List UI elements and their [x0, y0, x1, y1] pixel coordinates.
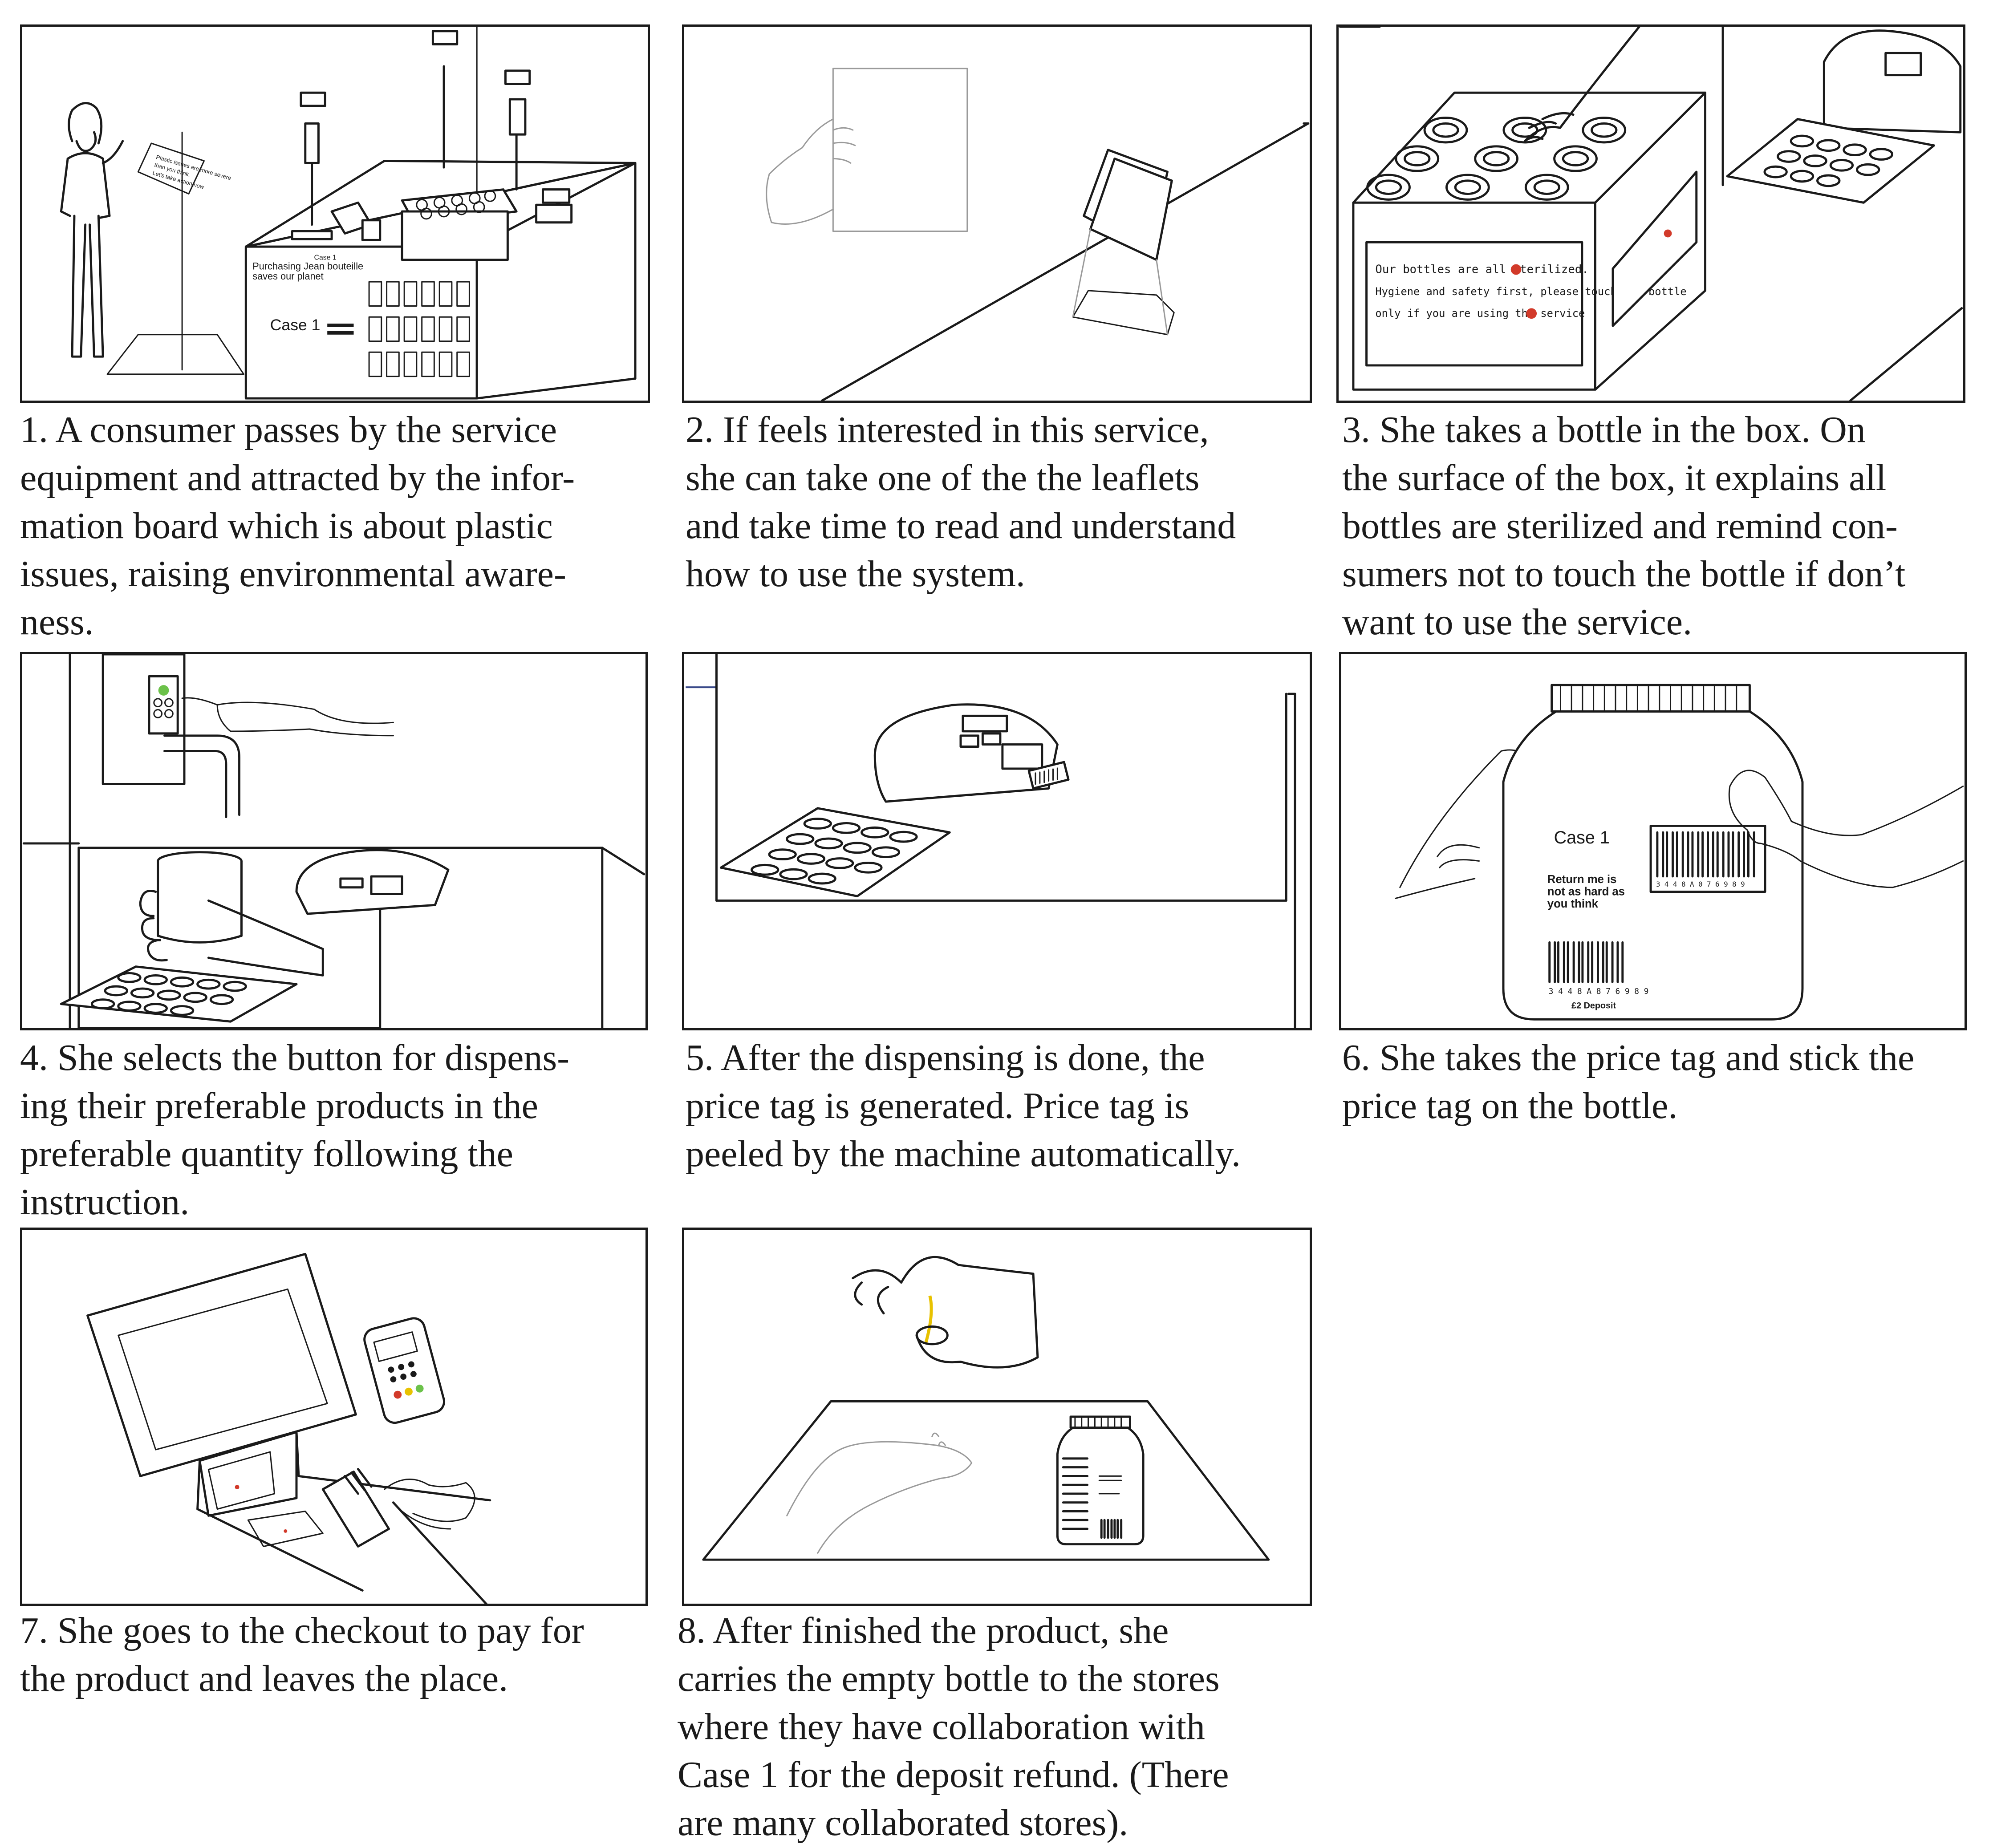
jar-under-dispenser	[157, 851, 243, 944]
empty-bottle	[1056, 1415, 1145, 1546]
panel-7	[20, 1228, 648, 1606]
caption-step-6: 6. She takes the price tag and stick the…	[1342, 1037, 1915, 1127]
panel-6-illustration: Case 1 Return me is not as hard as you t…	[1395, 684, 1964, 1021]
holding-hand	[139, 890, 324, 977]
leaflet-in-hand	[766, 68, 968, 232]
panel-8-illustration	[702, 1256, 1270, 1561]
panel-2	[682, 24, 1312, 403]
tag-sheet	[719, 807, 951, 897]
leaflet-stand	[1072, 149, 1175, 336]
open-palm	[786, 1432, 973, 1554]
price-printer	[295, 849, 450, 915]
svg-text:Case 1: Case 1	[1554, 828, 1610, 847]
panel-7-illustration	[86, 1252, 491, 1604]
bottle-box	[401, 188, 518, 261]
svg-text:Our bottles are all sterilized: Our bottles are all sterilized.	[1375, 263, 1588, 276]
panel-8	[682, 1228, 1312, 1606]
panel-3-illustration: Our bottles are all sterilized. Hygiene …	[1339, 27, 1963, 401]
panel-3: Our bottles are all sterilized. Hygiene …	[1336, 24, 1965, 403]
printer-and-tag-sheet	[1726, 29, 1962, 204]
svg-text:saves our planet: saves our planet	[252, 271, 324, 282]
hand-dropping-coin	[852, 1256, 1039, 1369]
hand-with-jar	[321, 1468, 475, 1548]
svg-text:3 4 4 8 A 0 7 6 9 8 9: 3 4 4 8 A 0 7 6 9 8 9	[1656, 880, 1745, 888]
right-hand	[1728, 770, 1964, 888]
checkout-screen	[86, 1252, 357, 1517]
price-tag-label: 3 4 4 8 A 0 7 6 9 8 9	[1649, 824, 1766, 893]
bottle-box: Our bottles are all sterilized. Hygiene …	[1352, 91, 1707, 391]
checkout-counter	[196, 1475, 491, 1604]
panel-5-illustration	[686, 654, 1296, 1028]
bottle-grid	[368, 281, 470, 377]
dispenser	[101, 654, 241, 819]
tablet-and-printers	[291, 188, 573, 241]
info-board: Plastic issues are more severe than you …	[106, 131, 244, 375]
svg-text:Case 1: Case 1	[314, 254, 337, 262]
panel-5	[682, 652, 1312, 1030]
panel-2-illustration	[766, 68, 1310, 401]
svg-text:you think: you think	[1547, 898, 1599, 910]
panel-1: Plastic issues are more severe than you …	[20, 24, 650, 403]
panel-4	[20, 652, 648, 1030]
caption-step-4: 4. She selects the button for dispens-in…	[20, 1037, 570, 1223]
svg-text:Purchasing Jean bouteille: Purchasing Jean bouteille	[252, 261, 363, 272]
svg-text:£2 Deposit: £2 Deposit	[1571, 1001, 1616, 1011]
caption-step-2: 2. If feels interested in this service,s…	[686, 409, 1236, 595]
svg-text:3 4 4 8 A 8 7 6 9 8 9: 3 4 4 8 A 8 7 6 9 8 9	[1549, 987, 1649, 996]
peeled-price-tag	[1027, 761, 1070, 790]
svg-text:not as hard as: not as hard as	[1547, 886, 1625, 898]
jar-barcode: 3 4 4 8 A 8 7 6 9 8 9 £2 Deposit	[1547, 940, 1649, 1011]
svg-text:Case 1: Case 1	[270, 316, 321, 334]
panel-1-illustration: Plastic issues are more severe than you …	[60, 27, 637, 400]
svg-text:Return me is: Return me is	[1547, 873, 1617, 886]
consumer-figure	[60, 102, 124, 358]
panel-6: Case 1 Return me is not as hard as you t…	[1339, 652, 1967, 1030]
card-reader	[363, 1317, 445, 1424]
pointing-hand	[181, 697, 394, 737]
tag-sheet	[60, 965, 298, 1023]
svg-text:only if you are using the serv: only if you are using the service	[1375, 307, 1585, 320]
price-printer	[873, 703, 1059, 803]
panel-4-illustration	[22, 654, 645, 1028]
hand-taking-bottle	[1523, 27, 1640, 142]
dispenser-poles	[300, 30, 531, 226]
